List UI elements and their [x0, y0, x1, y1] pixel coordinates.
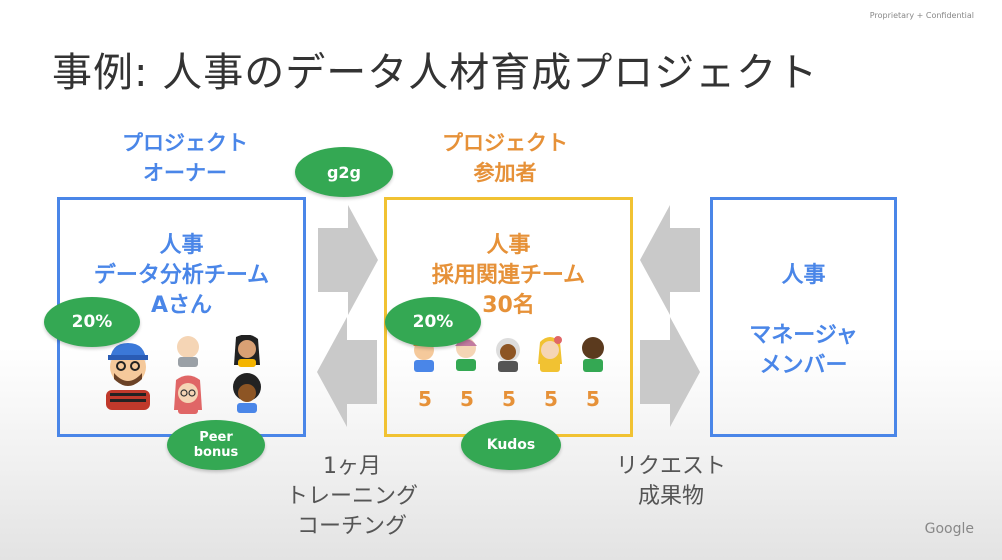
member-label-line-2: 参加者: [473, 161, 537, 185]
request-caption: リクエスト 成果物: [596, 452, 746, 512]
owner-box-line-2: データ分析チーム: [93, 263, 270, 288]
google-logo: Google: [924, 521, 974, 537]
score-3: 5: [502, 387, 516, 411]
slide-title: 事例: 人事のデータ人材育成プロジェクト: [52, 50, 819, 96]
arrow-right-owner-to-member: [318, 205, 378, 315]
project-member-label: プロジェクト 参加者: [405, 128, 605, 188]
score-4: 5: [544, 387, 558, 411]
owner-label-line-2: オーナー: [143, 161, 227, 185]
manager-box-line-2: マネージャ: [749, 323, 858, 348]
request-caption-line-1: リクエスト: [615, 454, 726, 479]
arrow-left-manager-to-member: [640, 205, 700, 315]
manager-box-text: 人事 マネージャ メンバー: [713, 261, 894, 381]
avatar-icon: [234, 335, 260, 367]
member-box-line-3: 30名: [482, 293, 535, 318]
avatar-icon: [538, 336, 562, 372]
member-box-line-1: 人事: [486, 233, 531, 258]
confidential-label: Proprietary + Confidential: [869, 11, 974, 20]
arrow-left-member-to-owner: [317, 317, 377, 427]
avatar-icon: [496, 338, 520, 372]
project-owner-label: プロジェクト オーナー: [85, 128, 285, 188]
training-caption-line-3: コーチング: [296, 514, 407, 539]
avatar-icon: [106, 343, 150, 410]
manager-box-line-3: メンバー: [759, 353, 848, 378]
manager-box-line-1: 人事: [781, 263, 826, 288]
avatar-icon: [174, 375, 202, 414]
peer-bonus-badge: Peer bonus: [167, 420, 265, 470]
peer-bonus-line-1: Peer: [199, 430, 233, 445]
score-5: 5: [586, 387, 600, 411]
member-box-line-2: 採用関連チーム: [431, 263, 586, 288]
owner-box-line-3: Aさん: [150, 293, 213, 318]
member-box-text: 人事 採用関連チーム 30名: [387, 231, 630, 321]
request-caption-line-2: 成果物: [637, 484, 704, 509]
arrow-right-member-to-manager: [640, 317, 700, 427]
g2g-badge: g2g: [295, 147, 393, 197]
score-2: 5: [460, 387, 474, 411]
owner-box-line-1: 人事: [159, 233, 204, 258]
training-caption-line-2: トレーニング: [285, 484, 418, 509]
avatar-icon: [233, 373, 261, 413]
peer-bonus-line-2: bonus: [193, 445, 239, 460]
training-caption-line-1: 1ヶ月: [323, 454, 381, 479]
avatar-icon: [582, 337, 604, 372]
owner-avatars: [106, 335, 261, 414]
owner-label-line-1: プロジェクト: [122, 131, 248, 155]
member-percent-badge: 20%: [385, 297, 481, 347]
avatar-icon: [177, 336, 199, 367]
kudos-badge: Kudos: [461, 420, 561, 470]
owner-box-text: 人事 データ分析チーム Aさん: [60, 231, 303, 321]
member-label-line-1: プロジェクト: [442, 131, 568, 155]
owner-percent-badge: 20%: [44, 297, 140, 347]
score-1: 5: [418, 387, 432, 411]
manager-box: 人事 マネージャ メンバー: [710, 197, 897, 437]
training-caption: 1ヶ月 トレーニング コーチング: [262, 452, 442, 542]
